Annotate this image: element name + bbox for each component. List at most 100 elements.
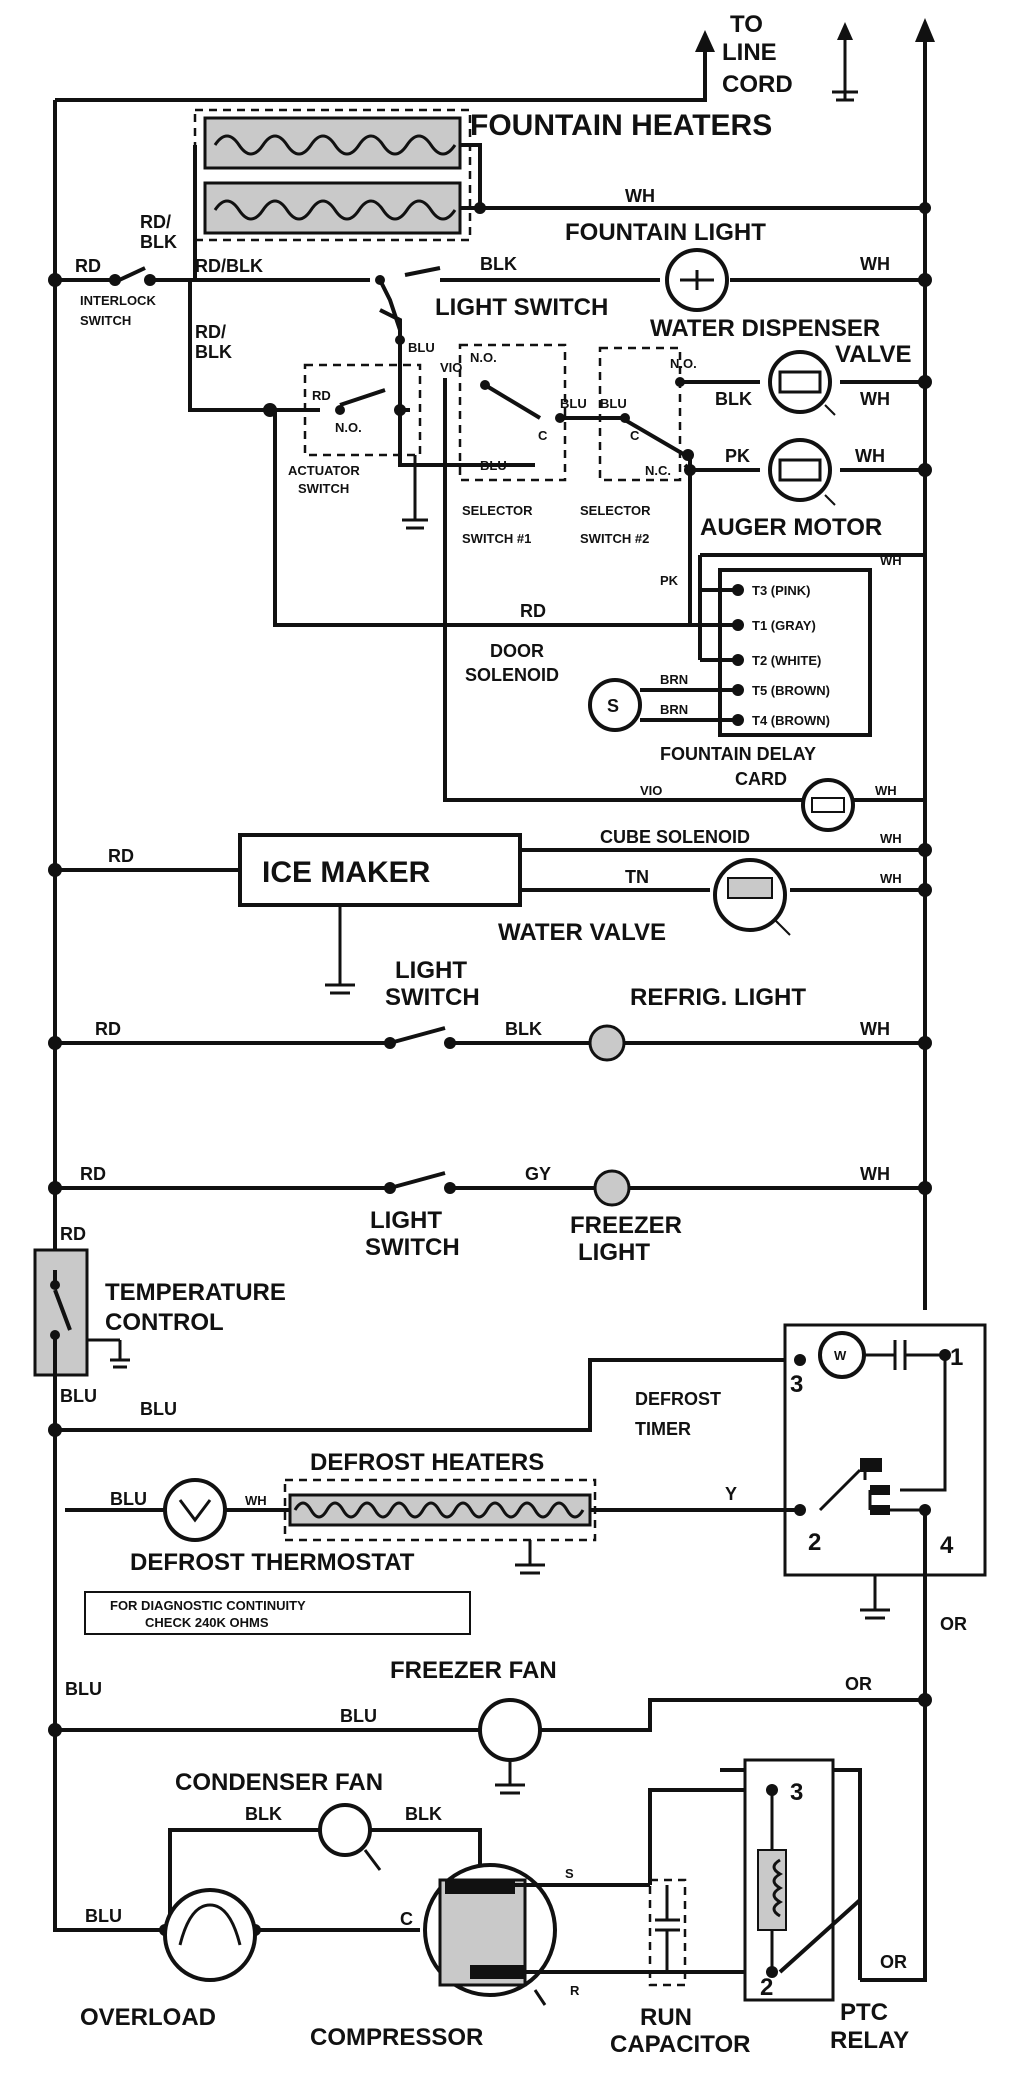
light-switch-refrig-label-1: LIGHT (395, 957, 467, 984)
blu-label-light-switch: BLU (408, 340, 435, 355)
timer-terminal-1: 1 (950, 1344, 963, 1371)
run-capacitor-label-1: RUN (640, 2004, 692, 2031)
blu-label-temp-2: BLU (140, 1399, 177, 1419)
water-dispenser-valve-label-1: WATER DISPENSER (650, 315, 880, 342)
blu-label-overload: BLU (85, 1906, 122, 1926)
blu-label-selector-mid: BLU (560, 396, 587, 411)
blk-label-refrig: BLK (505, 1019, 542, 1039)
blk-label-condenser-right: BLK (405, 1804, 442, 1824)
svg-text:S: S (607, 696, 619, 716)
wh-label-dispenser: WH (860, 389, 890, 409)
wh-label-cube: WH (880, 831, 902, 846)
fountain-heaters-label: FOUNTAIN HEATERS (470, 109, 772, 142)
freezer-fan-label: FREEZER FAN (390, 1657, 557, 1684)
temperature-control-label-1: TEMPERATURE (105, 1279, 286, 1306)
timer-terminal-4: 4 (940, 1532, 954, 1559)
door-solenoid: S (588, 678, 738, 732)
blu-label-selector-2: BLU (600, 396, 627, 411)
relay-terminal-3: 3 (790, 1779, 803, 1806)
rd-label-interlock: RD (75, 256, 101, 276)
fountain-delay-card (273, 410, 925, 737)
rd-label-ice-maker: RD (108, 846, 134, 866)
fountain-light-label: FOUNTAIN LIGHT (565, 219, 766, 246)
rd-blk-label: RD/BLK (195, 256, 263, 276)
defrost-thermostat-label: DEFROST THERMOSTAT (130, 1549, 415, 1576)
defrost-timer-label-2: TIMER (635, 1419, 691, 1439)
condenser-fan-label: CONDENSER FAN (175, 1769, 383, 1796)
terminal-t4: T4 (BROWN) (752, 713, 830, 728)
rd-blk-label-left-1: RD/ (195, 322, 226, 342)
selector-switch-1-label-1: SELECTOR (462, 503, 533, 518)
timer-terminal-2: 2 (808, 1529, 821, 1556)
condenser-fan (318, 1803, 382, 1871)
rd-label-refrig: RD (95, 1019, 121, 1039)
pk-label-auger: PK (725, 446, 750, 466)
terminal-t2: T2 (WHITE) (752, 653, 821, 668)
door-solenoid-label-2: SOLENOID (465, 665, 559, 685)
right-rail (915, 18, 935, 1310)
actuator-switch-label-2: SWITCH (298, 481, 349, 496)
left-rail (53, 30, 715, 1890)
compressor (423, 1863, 745, 2006)
run-capacitor (648, 1878, 687, 1987)
defrost-timer-label-1: DEFROST (635, 1389, 721, 1409)
no-label-selector-2: N.O. (670, 356, 697, 371)
line-cord-ground (832, 22, 858, 102)
refrig-light-label: REFRIG. LIGHT (630, 984, 806, 1011)
diagnostic-note-line-2: CHECK 240K OHMS (145, 1615, 269, 1630)
ptc-relay-label-2: RELAY (830, 2027, 909, 2054)
water-dispenser-valve (768, 350, 836, 416)
actuator-switch-label-1: ACTUATOR (288, 463, 360, 478)
ice-maker-box (238, 833, 522, 995)
c-label-compressor: C (400, 1909, 413, 1929)
rd-label-temp: RD (60, 1224, 86, 1244)
rd-label-card: RD (520, 601, 546, 621)
wh-label-freezer: WH (860, 1164, 890, 1184)
freezer-light-label-1: FREEZER (570, 1212, 682, 1239)
rd-blk-label-side-2: BLK (140, 232, 177, 252)
ice-maker-label: ICE MAKER (262, 856, 431, 889)
door-solenoid-label-1: DOOR (490, 641, 544, 661)
overload-label: OVERLOAD (80, 2004, 216, 2031)
cube-solenoid-label: CUBE SOLENOID (600, 827, 750, 847)
terminal-t1: T1 (GRAY) (752, 618, 816, 633)
gy-label: GY (525, 1164, 551, 1184)
blk-label-condenser-left: BLK (245, 1804, 282, 1824)
defrost-thermostat (163, 1478, 227, 1542)
rd-label-freezer: RD (80, 1164, 106, 1184)
tn-label: TN (625, 867, 649, 887)
svg-text:W: W (834, 1348, 847, 1363)
blu-label-thermostat: BLU (110, 1489, 147, 1509)
auger-motor-label: AUGER MOTOR (700, 514, 882, 541)
wh-label-refrig: WH (860, 1019, 890, 1039)
overload (163, 1888, 257, 1982)
blu-label-selector-1: BLU (480, 458, 507, 473)
ptc-relay-label-1: PTC (840, 1999, 888, 2026)
c-label-selector-1: C (538, 428, 548, 443)
pk-label-card: PK (660, 573, 679, 588)
or-label-freezer-fan: OR (845, 1674, 872, 1694)
light-switch-label-upper: LIGHT SWITCH (435, 294, 608, 321)
run-capacitor-label-2: CAPACITOR (610, 2031, 750, 2058)
light-switch-refrig-label-2: SWITCH (385, 984, 480, 1011)
r-label-compressor: R (570, 1983, 580, 1998)
wh-label-cube-top: WH (875, 783, 897, 798)
wh-label-water-valve: WH (880, 871, 902, 886)
freezer-light-label-2: LIGHT (578, 1239, 650, 1266)
wh-label-auger: WH (855, 446, 885, 466)
temperature-control (33, 1248, 130, 1377)
fountain-delay-card-label-2: CARD (735, 769, 787, 789)
to-line-cord-label-1: TO (730, 11, 763, 38)
diagnostic-note-box (84, 1591, 471, 1635)
no-label-actuator: N.O. (335, 420, 362, 435)
or-label-relay: OR (880, 1952, 907, 1972)
vid-label: VIO (640, 783, 662, 798)
wh-label-fountain-light: WH (860, 254, 890, 274)
y-label: Y (725, 1484, 737, 1504)
refrig-light-bulb (588, 1024, 626, 1062)
compressor-label: COMPRESSOR (310, 2024, 483, 2051)
defrost-heaters (283, 1478, 597, 1575)
auger-motor (768, 438, 836, 506)
blk-label-fountain: BLK (480, 254, 517, 274)
